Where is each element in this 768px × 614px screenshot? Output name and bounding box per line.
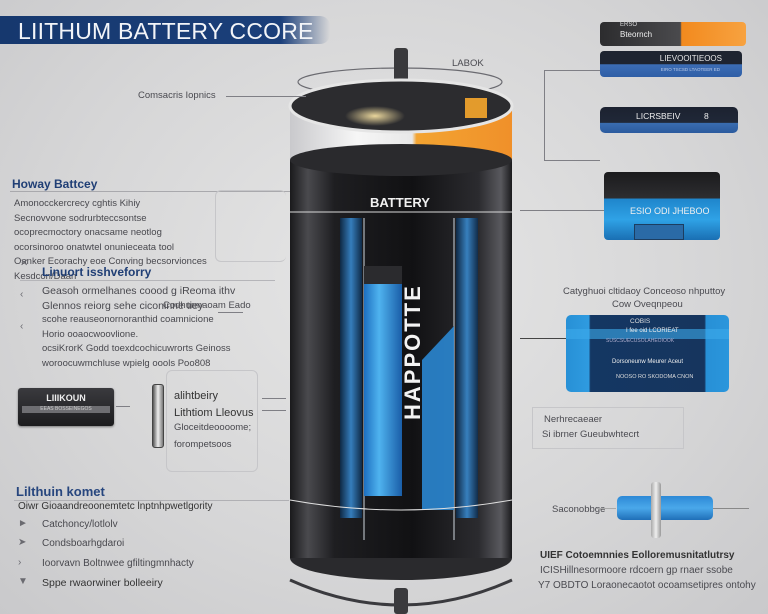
panel2-line: woroocuwmchluse wpielg oools Poo808 bbox=[42, 357, 211, 369]
panel2-line: scohe reauseonornoranthid coamnicione bbox=[42, 314, 214, 325]
panel3-subheading: Oiwr Gioaandreoonemtetc lnptnhpwetlgorit… bbox=[18, 501, 213, 512]
chevron-icon: ‹ bbox=[20, 289, 24, 300]
prismatic-cell-label: LIIIKOUN bbox=[46, 393, 86, 403]
battery-band-label: BATTERY bbox=[370, 195, 430, 210]
pack-line: COBIS bbox=[630, 318, 651, 325]
cell-blue-1-label: LIEVOOITIEOOS bbox=[659, 54, 722, 63]
bottom-caption: Y7 OBDTO Loraonecaotot ocoamsetipres ont… bbox=[538, 580, 756, 591]
coin-cell-labels: alihtbeiry Lithtiom Lleovus Gloceitdeooo… bbox=[174, 389, 254, 452]
bullet-icon: ➤ bbox=[18, 537, 27, 548]
connector-body bbox=[617, 496, 713, 520]
panel2-line: Geasoh ormelhanes coood g iReoma ithv bbox=[42, 285, 236, 297]
panel1-line: ocoprecmoctory onacsame neotlog bbox=[14, 227, 162, 238]
pack-caption: Nerhrecaeaer bbox=[544, 414, 603, 425]
top-callout: Comsacris Iopnics bbox=[138, 90, 216, 101]
panel1-line: Secnovvone sodrurbteccsontse bbox=[14, 212, 147, 224]
panel3-divider bbox=[14, 500, 289, 501]
pack-line: NOOSO RO SKODOMA CNON bbox=[616, 374, 694, 380]
cell-blue-2-label: LICRSBEIV bbox=[636, 111, 681, 121]
coin-cell-panel bbox=[166, 370, 258, 472]
panel1-line: ocorsinoroo onatwtel onunieceata tool bbox=[14, 241, 175, 253]
panel3-heading: Lilthuin komet bbox=[16, 484, 105, 499]
bottom-caption: UIEF Cotoemnnies Eolloremusnitatlutrsy bbox=[540, 550, 735, 561]
pack-caption-box bbox=[532, 407, 684, 449]
coin-cell-label: Gloceitdeoooome; bbox=[174, 422, 252, 433]
panel3-item: Catchoncy/lotlolv bbox=[42, 519, 118, 530]
bottom-caption: ICISHillnesormoore rdcoern gp rnaer ssob… bbox=[540, 565, 733, 576]
panel1-body: Amonocckercrecy cghtis Kihiy Secnovvone … bbox=[14, 197, 207, 284]
panel1-callout: Codhurmaoam Eado bbox=[163, 300, 251, 311]
page-title: LIITHUM BATTERY CCORE bbox=[18, 18, 314, 44]
chevron-icon: ‹ bbox=[20, 321, 24, 332]
connector-pin bbox=[651, 482, 661, 538]
panel2-heading: Linuort isshveforry bbox=[42, 265, 152, 279]
panel2-line: ocsiKrorK Godd toexdcochicuwrorts Geinos… bbox=[42, 343, 231, 354]
cell-blue-1-sub: EIRO TSCSD LTAOTEER ED bbox=[660, 67, 720, 72]
coin-cell-label: Lithtiom Lleovus bbox=[174, 406, 254, 419]
pack-caption: Si ibrner Gueubwhtecrt bbox=[542, 429, 640, 440]
coin-cell-label: forompetsoos bbox=[174, 438, 232, 450]
pack-line: SUSCSUECUSOLAHEOIOOK bbox=[606, 338, 675, 344]
coin-cell-label: alihtbeiry bbox=[174, 390, 219, 402]
bullet-icon: ► bbox=[18, 518, 28, 529]
pack-line: I fee oid LCORIEAT bbox=[626, 328, 679, 334]
coin-cell bbox=[152, 384, 164, 448]
bottom-terminal bbox=[394, 588, 408, 614]
cell-blue-1: LIEVOOITIEOOS EIRO TSCSD LTAOTEER ED bbox=[600, 51, 742, 77]
battery-module: ESIO ODI JHEBOO bbox=[604, 172, 720, 240]
panel3-item: Ioorvavn Boltnwee gfiltingmnhacty bbox=[42, 558, 194, 569]
prismatic-cell-sub: EEAS BOSSEINEGOS bbox=[22, 406, 110, 413]
module-caption: Cow Oveqnpeou bbox=[612, 299, 683, 310]
arrow-icon: ✕ bbox=[20, 258, 29, 269]
bullet-icon: ▼ bbox=[18, 576, 28, 587]
callout-line bbox=[226, 96, 306, 97]
top-label: LABOK bbox=[452, 58, 484, 69]
battery-pack: COBIS I fee oid LCORIEAT SUSCSUECUSOLAHE… bbox=[566, 315, 729, 392]
battery-vertical-label: HAPPOTTE bbox=[400, 284, 425, 420]
connector-box bbox=[215, 190, 286, 262]
connector-label: Saconobbge bbox=[552, 504, 606, 515]
center-battery-diagram bbox=[288, 48, 514, 614]
inner-cell bbox=[364, 266, 402, 496]
title-banner bbox=[0, 16, 330, 44]
panel2-line: Glennos reiorg sehe ciconinne tiey bbox=[42, 299, 204, 312]
cell-blue-2-number: 8 bbox=[704, 111, 709, 121]
module-caption: Catyghuoi cltidaoy Conceoso nhputtoy bbox=[563, 286, 726, 297]
panel3-item: Condsboarhgdaroi bbox=[42, 538, 125, 549]
cell-orange-top: ERSO bbox=[620, 22, 638, 28]
panel1-line: Kesdcon/Daan bbox=[14, 270, 77, 282]
panel1-line: Amonocckercrecy cghtis Kihiy bbox=[14, 198, 141, 209]
cap-top bbox=[288, 78, 514, 134]
panel1-divider bbox=[10, 191, 290, 192]
module-label: ESIO ODI JHEBOO bbox=[630, 206, 710, 216]
pack-line: Dorsoneunw Meurer Aceut bbox=[612, 359, 684, 365]
cell-orange: ERSO Bteornch bbox=[600, 22, 746, 46]
panel1-heading: Howay Battcey bbox=[12, 177, 98, 191]
panel1-line: Oanker Ecorachy eoe Conving becsorvionce… bbox=[14, 256, 207, 267]
panel2-body: Geasoh ormelhanes coood g iReoma ithv Gl… bbox=[42, 284, 235, 371]
panel2-line: Horio ooaocwoovlione. bbox=[42, 328, 139, 340]
panel3-item: Sppe rwaorwiner bolleeiry bbox=[42, 577, 163, 589]
prismatic-cell: LIIIKOUN EEAS BOSSEINEGOS bbox=[18, 388, 114, 426]
bullet-icon: › bbox=[18, 557, 22, 568]
cell-orange-label: Bteornch bbox=[620, 30, 653, 39]
panel2-divider bbox=[20, 280, 275, 281]
cell-blue-2: LICRSBEIV 8 bbox=[600, 107, 738, 133]
